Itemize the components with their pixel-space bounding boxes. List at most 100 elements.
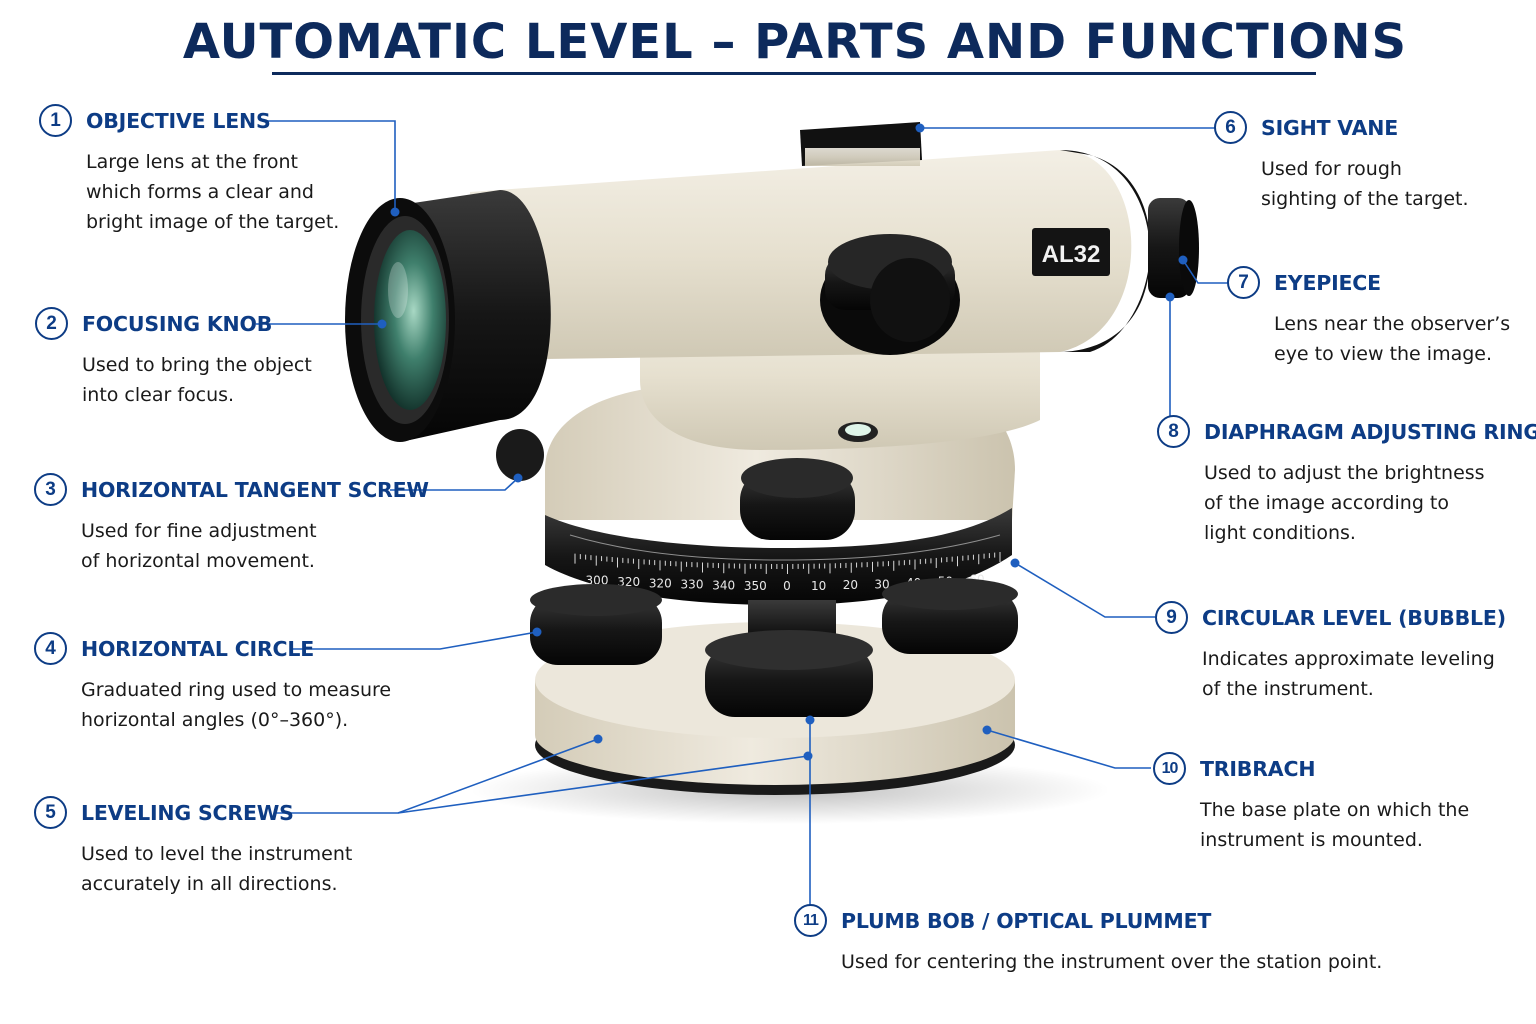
scale-label: 10 <box>811 579 826 593</box>
callout-focusing-knob: 2 FOCUSING KNOB Used to bring the object… <box>35 307 312 410</box>
leader-5b <box>397 755 809 814</box>
desc-line: Used for fine adjustment <box>81 520 317 542</box>
leader-1 <box>262 120 396 212</box>
desc-line: Used for centering the instrument over t… <box>841 951 1383 973</box>
telescope-tube <box>470 150 1151 360</box>
callout-number: 3 <box>34 473 67 506</box>
callout-number: 5 <box>34 796 67 829</box>
desc-line: which forms a clear and <box>86 181 314 203</box>
callout-number: 11 <box>794 904 827 937</box>
instrument-body <box>545 300 1040 520</box>
callout-number: 4 <box>34 632 67 665</box>
callout-diaphragm-adjusting-ring: 8 DIAPHRAGM ADJUSTING RING Used to adjus… <box>1157 415 1536 548</box>
scale-label: 30 <box>874 577 889 591</box>
part-description: Used for centering the instrument over t… <box>841 947 1382 977</box>
leader-dots <box>377 123 1188 761</box>
desc-line: Used to bring the object <box>82 354 312 376</box>
part-name: EYEPIECE <box>1274 270 1381 295</box>
part-name: HORIZONTAL TANGENT SCREW <box>81 477 429 502</box>
objective-housing <box>345 190 551 442</box>
callout-tribrach: 10 TRIBRACH The base plate on which the … <box>1153 752 1469 855</box>
part-description: Used to bring the object into clear focu… <box>82 350 312 410</box>
part-description: Indicates approximate leveling of the in… <box>1202 644 1506 704</box>
desc-line: horizontal angles (0°–360°). <box>81 709 349 731</box>
desc-line: Lens near the observer’s <box>1274 313 1511 335</box>
desc-line: Used to level the instrument <box>81 843 353 865</box>
part-name: LEVELING SCREWS <box>81 800 294 825</box>
leader-lines <box>256 120 1228 905</box>
desc-line: of horizontal movement. <box>81 550 315 572</box>
part-name: HORIZONTAL CIRCLE <box>81 636 315 661</box>
desc-line: instrument is mounted. <box>1200 829 1423 851</box>
callout-leveling-screws: 5 LEVELING SCREWS Used to level the inst… <box>34 796 352 899</box>
part-description: The base plate on which the instrument i… <box>1200 795 1469 855</box>
part-name: TRIBRACH <box>1200 756 1316 781</box>
callout-number: 7 <box>1227 266 1260 299</box>
part-description: Lens near the observer’s eye to view the… <box>1274 309 1510 369</box>
part-name: CIRCULAR LEVEL (BUBBLE) <box>1202 605 1506 630</box>
desc-line: eye to view the image. <box>1274 343 1493 365</box>
leader-3 <box>390 477 519 491</box>
desc-line: into clear focus. <box>82 384 235 406</box>
leveling-screw-right <box>882 578 1018 654</box>
scale-label: 300 <box>586 573 609 587</box>
callout-number: 8 <box>1157 415 1190 448</box>
desc-line: Large lens at the front <box>86 151 298 173</box>
scale-label: 0 <box>783 579 791 593</box>
title-underline <box>272 72 1316 75</box>
desc-line: sighting of the target. <box>1261 188 1469 210</box>
desc-line: Used to adjust the brightness <box>1204 462 1485 484</box>
callout-number: 2 <box>35 307 68 340</box>
leader-10 <box>986 729 1151 769</box>
callout-number: 1 <box>39 104 72 137</box>
callout-objective-lens: 1 OBJECTIVE LENS Large lens at the front… <box>39 104 339 237</box>
callout-number: 9 <box>1155 601 1188 634</box>
part-name: SIGHT VANE <box>1261 115 1398 140</box>
page-title: AUTOMATIC LEVEL – PARTS AND FUNCTIONS <box>182 14 1408 70</box>
leader-4 <box>290 631 538 650</box>
callout-circular-level: 9 CIRCULAR LEVEL (BUBBLE) Indicates appr… <box>1155 601 1506 704</box>
side-knob-graphic <box>496 429 544 481</box>
desc-line: accurately in all directions. <box>81 873 338 895</box>
part-name: PLUMB BOB / OPTICAL PLUMMET <box>841 908 1212 933</box>
desc-line: Used for rough <box>1261 158 1402 180</box>
part-description: Used to adjust the brightness of the ima… <box>1204 458 1536 548</box>
model-plate <box>1032 228 1110 276</box>
part-name: OBJECTIVE LENS <box>86 108 271 133</box>
part-description: Used for rough sighting of the target. <box>1261 154 1469 214</box>
scale-label: 350 <box>744 579 767 593</box>
focusing-knob-graphic <box>820 234 960 355</box>
desc-line: light conditions. <box>1204 522 1356 544</box>
leader-8 <box>1158 297 1171 433</box>
callout-number: 10 <box>1153 752 1186 785</box>
scale-label: 340 <box>712 578 735 592</box>
leveling-screw-left <box>530 584 662 665</box>
part-description: Large lens at the front which forms a cl… <box>86 147 339 237</box>
scale-label: 330 <box>681 578 704 592</box>
leader-7 <box>1182 259 1228 284</box>
callout-horizontal-circle: 4 HORIZONTAL CIRCLE Graduated ring used … <box>34 632 391 735</box>
part-name: FOCUSING KNOB <box>82 311 273 336</box>
callout-number: 6 <box>1214 111 1247 144</box>
desc-line: Indicates approximate leveling <box>1202 648 1495 670</box>
part-description: Used for fine adjustment of horizontal m… <box>81 516 429 576</box>
leveling-screw-front <box>705 630 873 717</box>
circular-level-graphic <box>838 422 878 442</box>
callout-plumb-bob: 11 PLUMB BOB / OPTICAL PLUMMET Used for … <box>794 904 1382 977</box>
leader-9 <box>1014 562 1155 618</box>
desc-line: of the instrument. <box>1202 678 1374 700</box>
part-description: Graduated ring used to measure horizonta… <box>81 675 391 735</box>
model-label: AL32 <box>1042 241 1101 268</box>
callout-sight-vane: 6 SIGHT VANE Used for rough sighting of … <box>1214 111 1469 214</box>
desc-line: Graduated ring used to measure <box>81 679 392 701</box>
eyepiece-assembly <box>1148 198 1199 298</box>
part-name: DIAPHRAGM ADJUSTING RING <box>1204 419 1536 444</box>
desc-line: bright image of the target. <box>86 211 340 233</box>
desc-line: The base plate on which the <box>1200 799 1470 821</box>
part-description: Used to level the instrument accurately … <box>81 839 352 899</box>
scale-label: 20 <box>843 578 858 592</box>
callout-horizontal-tangent-screw: 3 HORIZONTAL TANGENT SCREW Used for fine… <box>34 473 429 576</box>
tangent-screw-graphic <box>740 458 855 540</box>
callout-eyepiece: 7 EYEPIECE Lens near the observer’s eye … <box>1227 266 1510 369</box>
